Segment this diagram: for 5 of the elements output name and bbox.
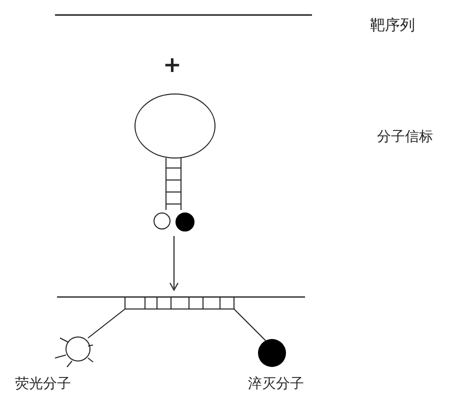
label: 靶序列 bbox=[370, 18, 415, 33]
label: 荧光分子 bbox=[15, 377, 71, 391]
label: 分子信标 bbox=[377, 130, 433, 144]
label: + bbox=[163, 55, 182, 77]
arrow bbox=[169, 236, 179, 291]
